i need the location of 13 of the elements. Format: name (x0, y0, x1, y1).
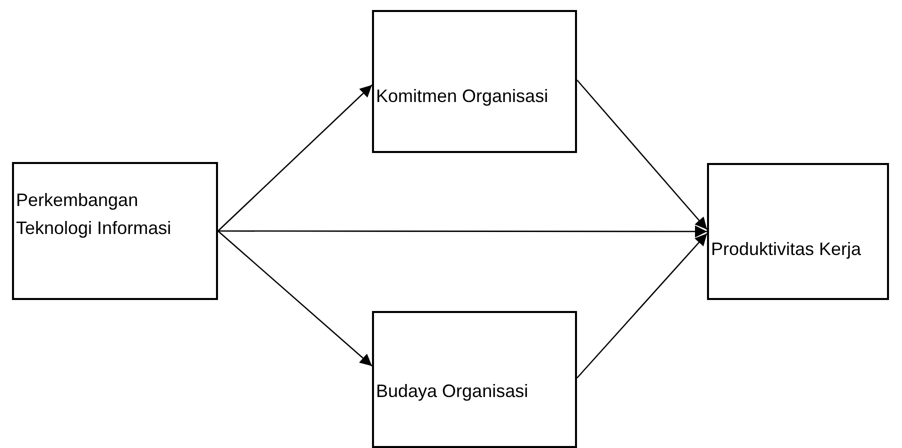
arrow (218, 226, 707, 238)
process-box (372, 311, 577, 448)
process-box (707, 163, 889, 300)
arrow (576, 233, 708, 378)
arrow (218, 84, 372, 232)
box-label: Komitmen Organisasi (376, 85, 550, 108)
process-box (372, 10, 577, 153)
arrow (576, 80, 708, 230)
process-box (12, 162, 218, 300)
box-label: Budaya Organisasi (376, 380, 530, 403)
box-label: Perkembangan Teknologi Informasi (16, 189, 172, 240)
arrow (218, 230, 372, 366)
box-label: Produktivitas Kerja (711, 238, 862, 261)
